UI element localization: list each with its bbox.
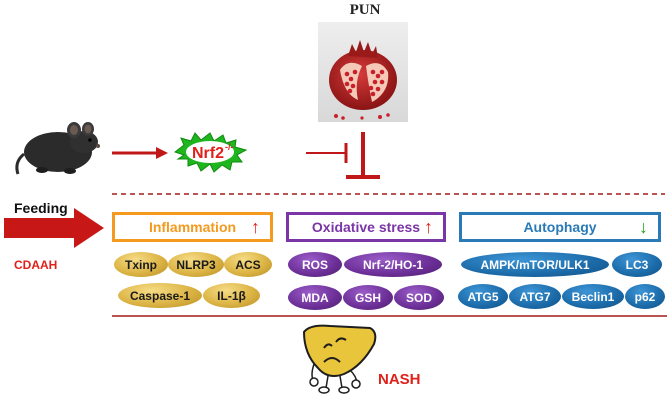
up-arrow-icon: ↑ <box>424 217 433 237</box>
marker-lc3: LC3 <box>612 252 662 277</box>
marker-il-1b: IL-1β <box>203 283 260 308</box>
feeding-arrow <box>4 208 104 248</box>
pun-title: PUN <box>349 2 381 18</box>
feeding-label: Feeding <box>14 200 68 216</box>
marker-beclin1: Beclin1 <box>562 284 624 309</box>
marker-nrf2-ho1: Nrf-2/HO-1 <box>344 252 442 277</box>
nash-label: NASH <box>378 371 421 388</box>
nrf2-starburst: Nrf2 -/- <box>173 132 248 173</box>
inflammation-label: Inflammation <box>148 219 237 235</box>
marker-p62: p62 <box>625 284 665 309</box>
oxidative-stress-box: Oxidative stress ↑ <box>286 212 446 242</box>
down-arrow-icon: ↓ <box>639 217 648 237</box>
marker-atg5: ATG5 <box>458 284 508 309</box>
oxidative-stress-label: Oxidative stress <box>311 219 421 235</box>
pomegranate-icon <box>318 22 408 122</box>
mouse-icon <box>15 122 100 175</box>
up-arrow-icon: ↑ <box>251 217 260 237</box>
marker-ros: ROS <box>288 252 342 277</box>
autophagy-label: Autophagy <box>523 219 597 235</box>
marker-ampk-mtor-ulk1: AMPK/mTOR/ULK1 <box>461 252 609 277</box>
marker-txinp: Txinp <box>114 252 168 277</box>
nrf2-inhibition-line <box>306 143 348 163</box>
marker-sod: SOD <box>394 285 444 310</box>
autophagy-box: Autophagy ↓ <box>459 212 661 242</box>
pun-inhibition-bar <box>346 132 380 179</box>
liver-icon <box>302 324 377 394</box>
marker-atg7: ATG7 <box>509 284 561 309</box>
diet-label: CDAAH <box>14 258 58 272</box>
marker-acs: ACS <box>224 252 272 277</box>
marker-mda: MDA <box>288 285 342 310</box>
marker-nlrp3: NLRP3 <box>168 252 224 277</box>
nrf2-label: Nrf2 <box>192 145 224 162</box>
inflammation-box: Inflammation ↑ <box>112 212 273 242</box>
marker-gsh: GSH <box>343 285 393 310</box>
mouse-to-nrf2-arrow <box>112 147 168 159</box>
marker-caspase-1: Caspase-1 <box>118 283 202 308</box>
nrf2-superscript: -/- <box>225 142 234 152</box>
